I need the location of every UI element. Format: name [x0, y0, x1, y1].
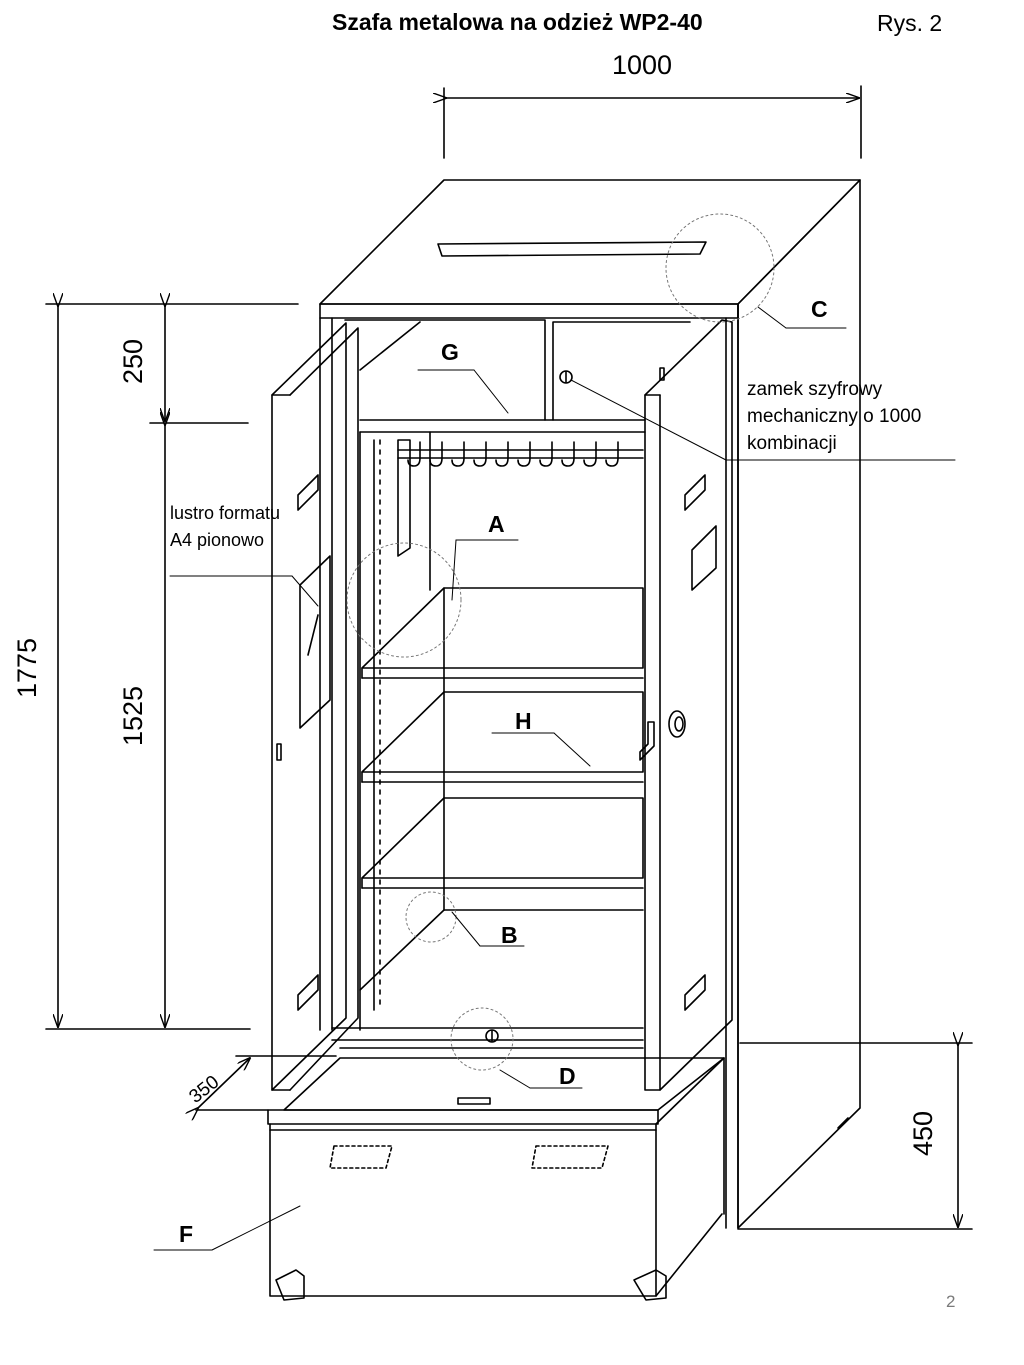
page-title: Szafa metalowa na odzież WP2-40	[332, 9, 703, 35]
left-door	[271, 322, 359, 1091]
hanging-rail	[397, 439, 644, 557]
dimension-base-lines	[737, 1043, 973, 1230]
upper-lock	[559, 370, 573, 384]
bottom-rail	[331, 1027, 644, 1049]
right-door	[639, 319, 733, 1091]
dimension-depth-lines	[196, 1055, 337, 1110]
base-drawer	[267, 1057, 725, 1301]
dimension-base-height-label: 450	[908, 1110, 938, 1156]
callout-label-h: H	[515, 708, 532, 734]
callout-label-g: G	[441, 339, 459, 365]
shelves	[359, 587, 644, 991]
callout-label-c: C	[811, 296, 828, 322]
figure-number: Rys. 2	[877, 10, 943, 36]
dimension-width-label: 1000	[612, 50, 673, 80]
callout-label-f: F	[179, 1221, 194, 1247]
callout-label-d: D	[559, 1063, 576, 1089]
callout-label-b: B	[501, 922, 518, 948]
mirror-note: lustro formatu A4 pionowo	[170, 503, 281, 550]
page-number: 2	[946, 1292, 956, 1311]
cabinet-body	[319, 179, 861, 1229]
leader-lines	[153, 306, 956, 1251]
dimension-top-compartment-label: 250	[118, 338, 148, 384]
dimension-total-height-label: 1775	[12, 637, 42, 698]
lock-note: zamek szyfrowy mechaniczny o 1000 kombin…	[747, 379, 922, 454]
dimension-height-lines	[45, 304, 299, 1030]
dimension-width-lines	[444, 85, 862, 159]
dimension-main-compartment-label: 1525	[118, 685, 148, 746]
callout-label-a: A	[488, 511, 505, 537]
